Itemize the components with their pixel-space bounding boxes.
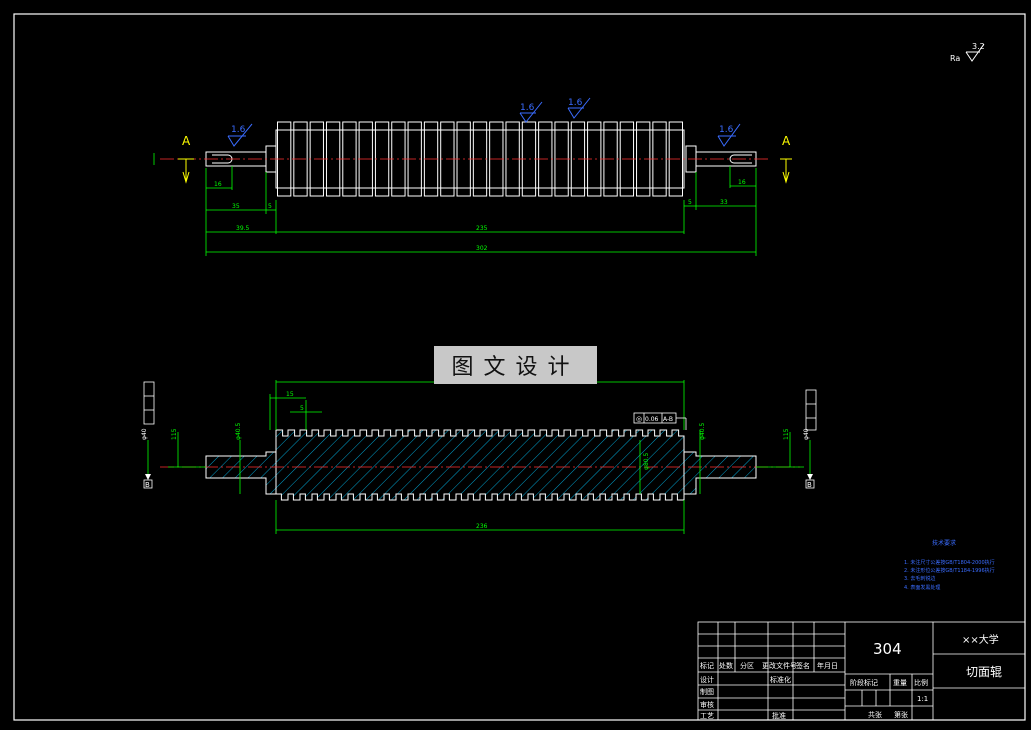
hdr-0: 标记 (700, 661, 714, 670)
hdr-3: 更改文件号 (762, 661, 797, 670)
svg-text:Ra: Ra (950, 54, 960, 63)
datum-left: B (145, 481, 150, 489)
dim-left-len: 115 (171, 428, 178, 440)
row-design: 设计 (700, 675, 714, 684)
dim-left-key: 16 (214, 181, 222, 188)
dim-right-key: 16 (738, 179, 746, 186)
dim-right-len: 115 (783, 428, 790, 440)
dim-left-step: 5 (268, 203, 272, 210)
dim-top-pitch-b: 5 (300, 405, 304, 412)
dim-right-dia: φ40.5 (699, 423, 706, 441)
tol-datum: A-B (663, 416, 673, 423)
datum-right: B (807, 481, 812, 489)
dim-right-step: 5 (688, 199, 692, 206)
hdr-5: 年月日 (817, 661, 838, 670)
note-3: 3. 去毛刺锐边 (904, 575, 935, 582)
roughness-left-end: 1.6 (231, 125, 246, 135)
notes-title: 技术要求 (932, 539, 956, 547)
dim-top-pitch-a: 15 (286, 391, 294, 398)
hdr-1: 处数 (719, 661, 733, 670)
roughness-body-a: 1.6 (520, 103, 535, 113)
row-draw: 制图 (700, 687, 714, 696)
watermark: 图文设计 (434, 346, 597, 384)
dim-mid-dia: φ80.5 (643, 453, 650, 471)
scale-label: 比例 (914, 678, 928, 687)
tol-symbol: ◎ (636, 415, 642, 423)
dim-right-end-dia: φ40 (803, 428, 810, 440)
dim-left-seg: 39.5 (236, 225, 250, 232)
section-view: 15 5 236 115 115 φ40.5 φ80.5 φ40.5 φ40 φ… (141, 380, 817, 534)
dim-body: 235 (476, 225, 488, 232)
dim-total: 302 (476, 245, 488, 252)
roughness-corner-value: 3.2 (972, 42, 985, 51)
drawing-border (13, 13, 1026, 721)
sheets-label: 共张 (868, 710, 882, 719)
scale-value: 1:1 (917, 695, 928, 703)
std-label: 标准化 (770, 675, 791, 684)
roughness-body-b: 1.6 (568, 98, 583, 108)
row-check: 审核 (700, 700, 714, 709)
top-view: A A 1.6 1.6 1.6 1.6 (153, 97, 792, 256)
approve-label: 批准 (772, 711, 786, 720)
row-process: 工艺 (700, 712, 714, 720)
part-name: 切面辊 (966, 665, 1002, 679)
note-2: 2. 未注形位公差按GB/T1184-1996执行 (904, 567, 995, 574)
sheet-label: 第张 (894, 710, 908, 719)
hdr-4: 签名 (796, 661, 810, 670)
corner-roughness: Ra 3.2 (950, 42, 985, 63)
view-label-right: A (782, 134, 791, 148)
hdr-2: 分区 (740, 661, 754, 670)
stage-label: 阶段标记 (850, 678, 878, 687)
technical-notes: 技术要求 1. 未注尺寸公差按GB/T1804-2000执行 2. 未注形位公差… (904, 539, 995, 591)
view-label-left: A (182, 134, 191, 148)
note-1: 1. 未注尺寸公差按GB/T1804-2000执行 (904, 559, 995, 566)
school: ××大学 (962, 633, 999, 646)
dim-right-shaft: 33 (720, 199, 728, 206)
dim-left-end-dia: φ40 (141, 428, 148, 440)
dim-left-dia: φ40.5 (235, 423, 242, 441)
title-block-text: 304 ××大学 切面辊 标记 处数 分区 更改文件号 签名 年月日 设计 制图… (700, 633, 1002, 720)
tol-value: 0.06 (645, 416, 659, 423)
material: 304 (873, 640, 902, 658)
dim-left-shaft: 35 (232, 203, 240, 210)
note-4: 4. 表面发黑处理 (904, 584, 940, 591)
weight-label: 重量 (893, 679, 907, 687)
roughness-right-end: 1.6 (719, 125, 734, 135)
dim-section-body: 236 (476, 523, 488, 530)
title-block (697, 621, 1026, 721)
